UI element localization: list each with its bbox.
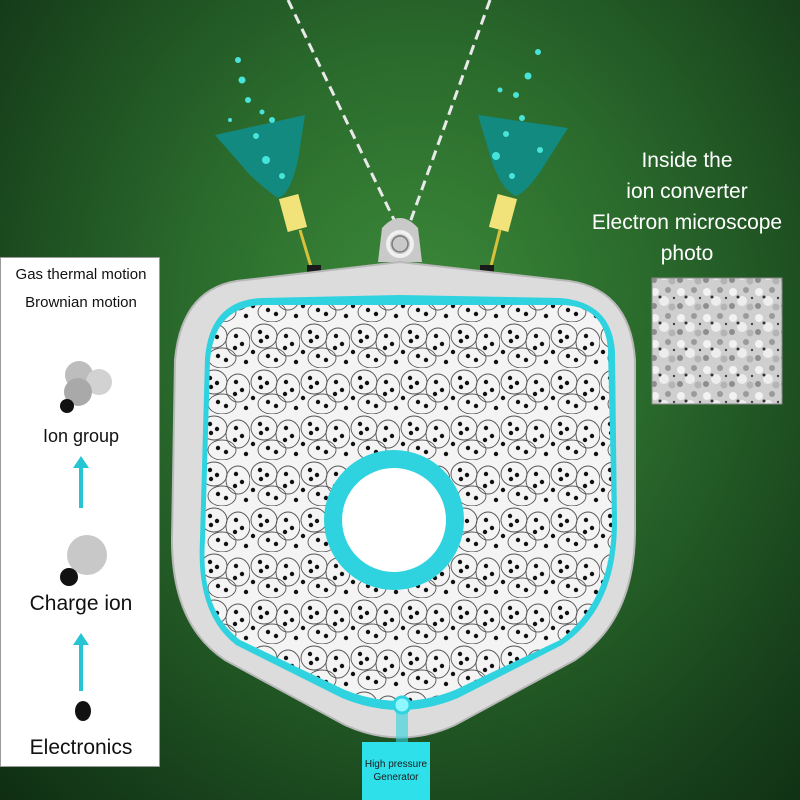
high-pressure-generator-box: High pressure Generator: [362, 742, 430, 800]
caption-line-2: ion converter: [626, 180, 748, 203]
caption-line-3: Electron microscope: [591, 211, 783, 234]
emitted-ions: [228, 49, 543, 179]
caption-line-1: Inside the: [641, 149, 733, 172]
microscope-photo: [651, 277, 783, 405]
stage-charge-ion-label: Charge ion: [29, 592, 133, 615]
left-ion-brush: [215, 115, 321, 291]
panel-title-thermal: Gas thermal motion: [15, 266, 147, 283]
ion-group-icon: [60, 361, 112, 413]
generator-line-2: Generator: [373, 772, 419, 783]
arrow-up-icon: [73, 633, 89, 691]
electron-icon: [75, 701, 91, 721]
hanger-ring: [378, 218, 422, 262]
stage-electronics-label: Electronics: [29, 736, 133, 759]
ion-formation-panel: Gas thermal motion Brownian motion Ion g…: [0, 257, 160, 767]
generator-line-1: High pressure: [364, 759, 428, 770]
caption-line-4: photo: [660, 242, 714, 265]
right-ion-brush: [478, 115, 568, 291]
lanyard: [286, 0, 492, 229]
microscope-caption: Inside the ion converter Electron micros…: [574, 145, 800, 269]
center-core: [342, 468, 446, 572]
stage-ion-group-label: Ion group: [42, 426, 120, 446]
arrow-up-icon: [73, 456, 89, 508]
bottom-glow-point: [392, 695, 412, 715]
charge-ion-icon: [60, 535, 107, 586]
panel-title-brownian: Brownian motion: [25, 294, 137, 311]
